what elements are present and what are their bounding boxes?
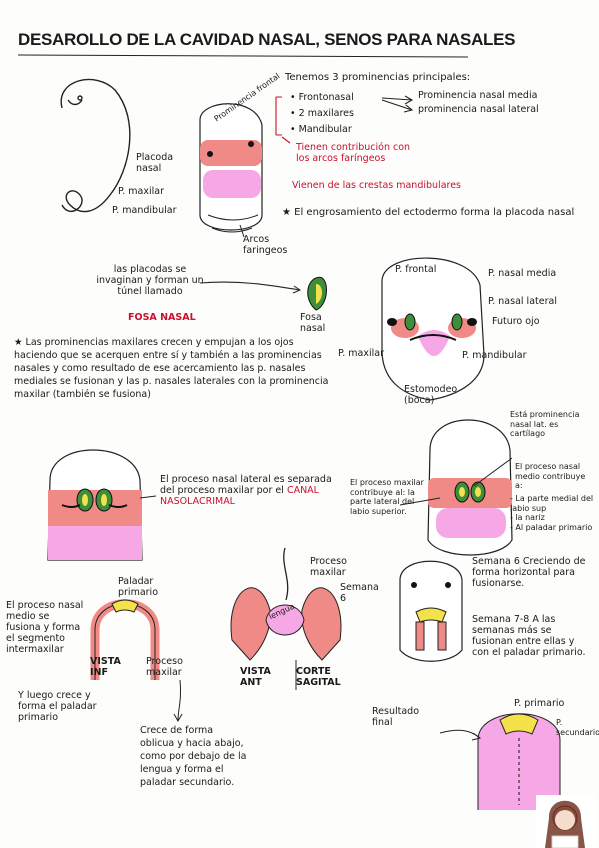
luego-text: Y luego crece y forma el paladar primari… bbox=[18, 690, 97, 723]
label-semana6-a: Semana 6 bbox=[340, 582, 379, 604]
invag-text: las placodas se invaginan y forman un tú… bbox=[96, 264, 204, 297]
proceso-medio-items: - La parte medial del labio sup - la nar… bbox=[510, 494, 594, 532]
proceso-medio-text: El proceso nasal medio contribuye a: bbox=[515, 462, 586, 490]
palate-weeks bbox=[399, 560, 463, 662]
label-corte: CORTE SAGITAL bbox=[296, 666, 341, 688]
label-resultado: Resultado final bbox=[372, 706, 420, 728]
contrib-text: Tienen contribución con los arcos faríng… bbox=[296, 142, 411, 164]
face-sketch-1 bbox=[199, 103, 263, 238]
label-estomodeo: Estomodeo (boca) bbox=[404, 384, 458, 406]
label-arcos: Arcos faringeos bbox=[243, 234, 288, 256]
face-sketch-4 bbox=[427, 419, 513, 556]
label-pmand-2: P. mandibular bbox=[462, 350, 527, 361]
proceso-maxilar-text: El proceso maxilar contribuye al: la par… bbox=[350, 478, 424, 516]
label-fosa: Fosa nasal bbox=[300, 312, 326, 334]
label-pprimario: P. primario bbox=[514, 698, 565, 709]
label-vista-ant: VISTA ANT bbox=[240, 666, 271, 688]
intro-text: Tenemos 3 prominencias principales: bbox=[285, 72, 471, 83]
final-palate bbox=[477, 713, 561, 810]
face-sketch-3 bbox=[47, 449, 143, 561]
label-placoda: Placoda nasal bbox=[136, 152, 174, 174]
fosa-nasal-term: FOSA NASAL bbox=[128, 312, 196, 323]
face-sketch-2 bbox=[381, 257, 485, 401]
avatar bbox=[536, 795, 596, 848]
embryo-sketch bbox=[60, 78, 131, 213]
label-pmandibular: P. mandibular bbox=[112, 205, 177, 216]
item-frontonasal: • Frontonasal bbox=[290, 92, 354, 103]
item-mandibular: • Mandibular bbox=[290, 124, 352, 135]
page-title: DESAROLLO DE LA CAVIDAD NASAL, SENOS PAR… bbox=[18, 30, 516, 49]
sagittal-view bbox=[230, 547, 342, 690]
fosa-nasal-icon bbox=[307, 276, 327, 311]
proc-nasal-text: El proceso nasal medio se fusiona y form… bbox=[6, 600, 84, 655]
out-nasal-lateral: prominencia nasal lateral bbox=[418, 104, 539, 115]
label-pnl: P. nasal lateral bbox=[488, 296, 557, 307]
semana6-text: Semana 6 Creciendo de forma horizontal p… bbox=[472, 556, 586, 589]
crece-text: Crece de forma oblicua y hacia abajo, co… bbox=[140, 725, 247, 788]
vienen-text: Vienen de las crestas mandibulares bbox=[292, 180, 462, 191]
note-text: ★ El engrosamiento del ectodermo forma l… bbox=[282, 207, 575, 218]
label-futuro-ojo: Futuro ojo bbox=[492, 316, 540, 327]
label-pfrontal: P. frontal bbox=[395, 264, 437, 275]
label-pnm: P. nasal media bbox=[488, 268, 557, 279]
semana78-text: Semana 7-8 A las semanas más se fusionan… bbox=[472, 614, 586, 658]
label-pmaxilar-2: P. maxilar bbox=[338, 348, 384, 359]
canal-text: El proceso nasal lateral es separada del… bbox=[160, 474, 332, 507]
paragraph-prominencias: ★ Las prominencias maxilares crecen y em… bbox=[14, 337, 329, 400]
palate-inf-view bbox=[90, 599, 160, 680]
label-paladar-primario: Paladar primario bbox=[118, 576, 159, 598]
label-proceso-maxilar: Proceso maxilar bbox=[146, 656, 183, 678]
esta-prom-text: Está prominencia nasal lat. es cartílago bbox=[510, 410, 580, 438]
label-vista-inf: VISTA INF bbox=[90, 656, 121, 678]
label-proc-max-2: Proceso maxilar bbox=[310, 556, 347, 578]
label-pmaxilar: P. maxilar bbox=[118, 186, 164, 197]
label-psecundario: P. secundario bbox=[556, 718, 599, 737]
item-maxilares: • 2 maxilares bbox=[290, 108, 354, 119]
out-nasal-media: Prominencia nasal media bbox=[418, 90, 538, 101]
